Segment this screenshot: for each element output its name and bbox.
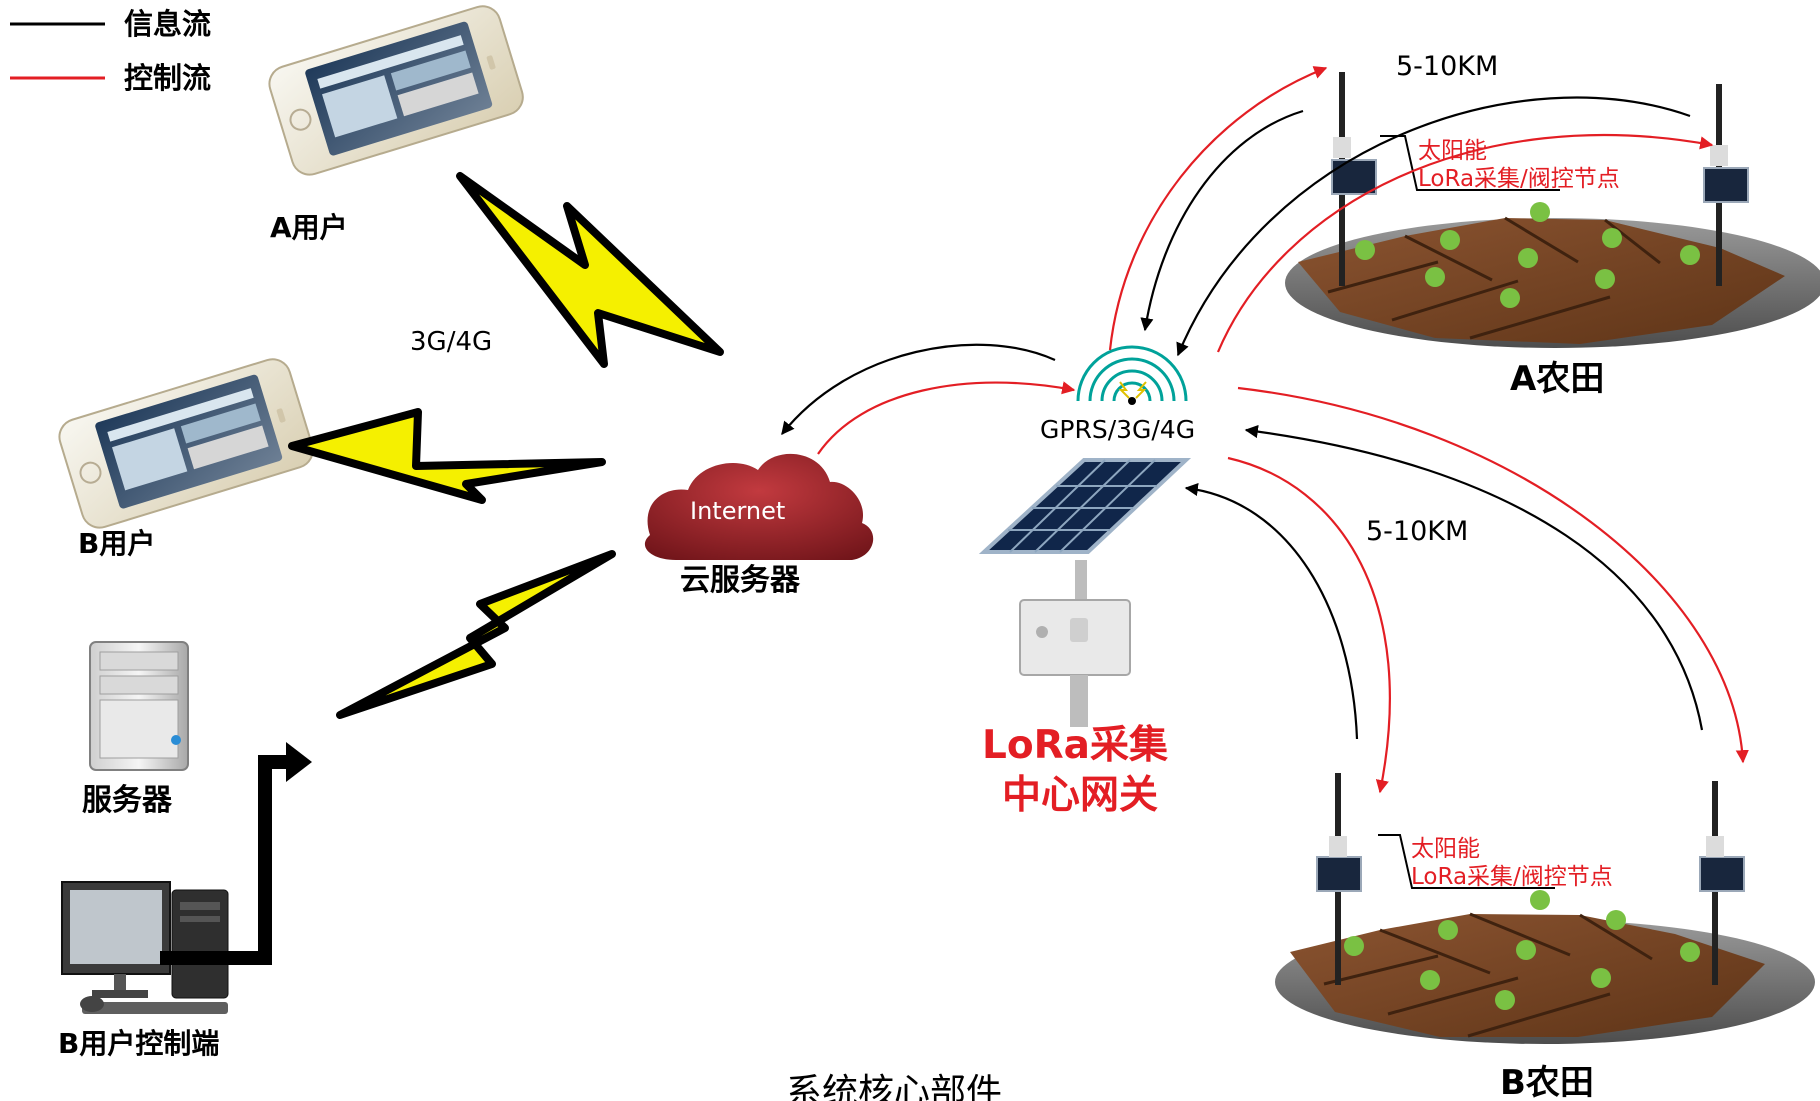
- info-flow-legend-label: 信息流: [124, 7, 211, 41]
- user-a-label: A用户: [270, 211, 348, 244]
- info-flow-b-left-to-gateway: [1184, 482, 1359, 740]
- lightning-bolt-icon: [288, 408, 606, 504]
- node-b-label-leader: [1378, 834, 1555, 889]
- lightning-bolt-icon: [456, 172, 724, 368]
- node-a-label-leader: [1380, 135, 1560, 191]
- cloud-icon: [644, 453, 874, 560]
- gateway-title-line1: LoRa采集: [982, 723, 1168, 768]
- solar-node-icon: [1699, 781, 1745, 985]
- gateway-title-line2: 中心网关: [1002, 773, 1158, 818]
- distance-b-label: 5-10KM: [1366, 516, 1468, 547]
- distance-a-label: 5-10KM: [1396, 51, 1498, 82]
- user-b-phone: [58, 358, 314, 529]
- control-flow-gateway-to-a-right: [1216, 133, 1714, 353]
- info-flow-a-left-to-gateway: [1140, 109, 1304, 332]
- b-control-label: B用户控制端: [58, 1027, 219, 1060]
- farm-a-label: A农田: [1510, 359, 1604, 399]
- farm-a-field: [1285, 202, 1820, 348]
- info-flow-b-right-to-gateway: [1244, 425, 1704, 731]
- server-tower-icon: [89, 641, 189, 771]
- solar-gateway-icon: [978, 458, 1192, 727]
- desktop-computer-icon: [61, 881, 229, 1014]
- user-b-label: B用户: [78, 527, 155, 560]
- solar-node-icon: [1331, 72, 1377, 286]
- info-flow-gateway-to-cloud: [781, 343, 1056, 436]
- lightning-bolt-icon: [336, 550, 616, 719]
- server-connector-line: [160, 755, 286, 965]
- legend: 信息流 控制流: [10, 7, 211, 95]
- node-b-label-line2: LoRa采集/阀控节点: [1411, 864, 1613, 890]
- footer-title: 系统核心部件: [786, 1072, 1002, 1101]
- solar-node-icon: [1316, 773, 1362, 985]
- network-label: 3G/4G: [410, 327, 492, 357]
- info-flow-a-right-to-gateway: [1176, 96, 1691, 357]
- solar-node-icon: [1703, 84, 1749, 286]
- control-flow-gateway-to-a-left: [1108, 66, 1328, 351]
- control-flow-legend-label: 控制流: [124, 61, 211, 95]
- gateway-radio-label: GPRS/3G/4G: [1040, 415, 1195, 444]
- node-b-label-line1: 太阳能: [1411, 836, 1480, 862]
- wireless-signal-icon: [1076, 345, 1188, 405]
- node-a-label-line2: LoRa采集/阀控节点: [1418, 166, 1620, 192]
- control-flow-cloud-to-gateway: [817, 381, 1076, 455]
- user-a-phone: [268, 5, 524, 176]
- cloud-server-label: 云服务器: [680, 563, 801, 598]
- connector-arrowhead: [286, 742, 312, 782]
- control-flow-gateway-to-b-right: [1237, 386, 1749, 764]
- control-flow-gateway-to-b-left: [1227, 456, 1391, 794]
- internet-label: Internet: [690, 497, 785, 525]
- farm-b-label: B农田: [1500, 1063, 1594, 1101]
- server-label: 服务器: [82, 783, 173, 818]
- farm-b-field: [1275, 890, 1815, 1044]
